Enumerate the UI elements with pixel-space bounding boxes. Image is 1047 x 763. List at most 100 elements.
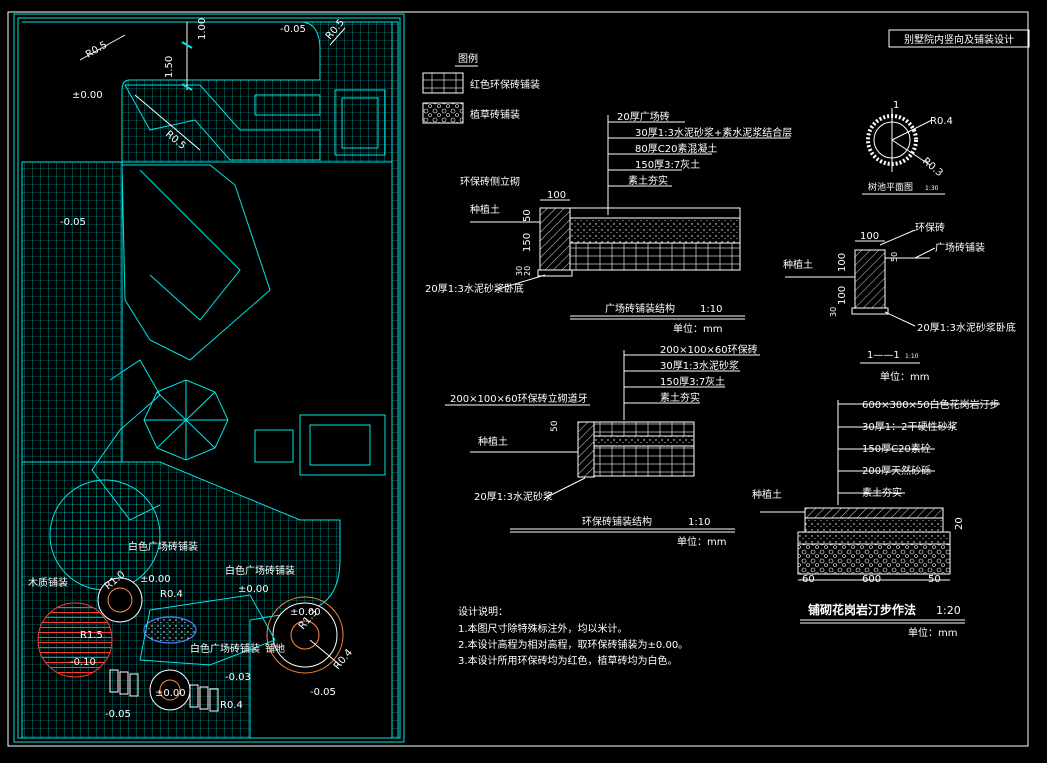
s11-dim-3: 50 xyxy=(890,252,899,262)
tp-radius-1: R0.4 xyxy=(930,116,953,127)
ds-unit: 单位：mm xyxy=(673,322,722,335)
ds-dim-50: 50 xyxy=(522,209,533,222)
dg-layer-4: 200厚天然砂砾 xyxy=(862,464,931,477)
tree-pool-2-inner xyxy=(290,620,320,650)
de-left-label: 种植土 xyxy=(478,435,508,448)
ds-title: 广场砖铺装结构 xyxy=(605,302,675,315)
tree-pool-2-outer xyxy=(266,596,344,674)
de-lime xyxy=(593,445,695,477)
legend: 图例 红色环保砖铺装 植草砖铺装 xyxy=(422,52,540,124)
dg-unit: 单位：mm xyxy=(908,626,957,639)
ds-mortar xyxy=(569,217,741,244)
s11-dim-4: 100 xyxy=(837,286,848,305)
plan-radius-8: R0.4 xyxy=(332,647,355,672)
ds-dim-20: 20 xyxy=(523,266,532,276)
paved-area-top xyxy=(22,21,393,163)
plan-dim-2: 1.50 xyxy=(164,56,175,78)
de-title: 环保砖铺装结构 xyxy=(582,515,652,528)
stepping-stones xyxy=(109,669,219,712)
dg-dim-20: 20 xyxy=(954,517,965,530)
dg-gravel xyxy=(797,543,951,575)
dg-scale: 1:20 xyxy=(936,604,961,617)
ds-layer-5: 素土夯实 xyxy=(628,174,668,187)
notes-line-2: 2.本设计高程为相对高程，取环保砖铺装为±0.00。 xyxy=(458,638,688,651)
ds-bottom-note: 20厚1:3水泥砂浆卧底 xyxy=(425,282,524,295)
s11-base xyxy=(851,307,889,315)
dg-layer-2: 30厚1：2干硬性砂浆 xyxy=(862,420,957,433)
de-layer-4: 素土夯实 xyxy=(660,391,700,404)
s11-label-1: 环保砖 xyxy=(915,221,945,234)
plan-level-10: -0.05 xyxy=(105,709,131,720)
plan-radius-9: R0.4 xyxy=(220,700,243,711)
plan-level-5: ±0.00 xyxy=(290,607,321,618)
detail-granite-steps: 600×300×50白色花岗岩汀步 30厚1：2干硬性砂浆 150厚C20素砼 … xyxy=(752,398,1000,639)
dg-concrete xyxy=(797,531,951,545)
legend-swatch-red-brick xyxy=(422,72,464,94)
bench-right xyxy=(299,414,386,476)
notes-title: 设计说明： xyxy=(458,605,508,618)
plan-label-white-3: 白色广场砖铺装 xyxy=(190,642,260,655)
de-bottom-note: 20厚1:3水泥砂浆 xyxy=(474,490,553,503)
garage xyxy=(334,89,386,156)
plan-label-white-2: 白色广场砖铺装 xyxy=(225,564,295,577)
ds-dim-30: 30 xyxy=(515,266,524,276)
ds-surface xyxy=(569,207,741,219)
plan-level-6: ±0.00 xyxy=(155,688,186,699)
house-wing xyxy=(124,84,321,161)
pavilion-spokes xyxy=(144,380,228,460)
legend-label-red-brick: 红色环保砖铺装 xyxy=(470,78,540,91)
bench-right-inner xyxy=(309,424,371,466)
tree-pool-1 xyxy=(97,577,143,623)
notes-line-1: 1.本图尺寸除特殊标注外，均以米计。 xyxy=(458,622,628,635)
plan-radius-5: R0.4 xyxy=(160,589,183,600)
ds-dim-150: 150 xyxy=(522,233,533,252)
dg-dim-50: 50 xyxy=(928,574,941,585)
s11-unit: 单位：mm xyxy=(880,370,929,383)
s11-leader-1 xyxy=(879,229,916,246)
plan-radius-1: R0.5 xyxy=(84,40,109,61)
drawing-frame xyxy=(7,11,1029,747)
de-layer-2: 30厚1:3水泥砂浆 xyxy=(660,359,739,372)
paved-area-right xyxy=(391,21,399,739)
ds-curb xyxy=(539,207,571,271)
s11-bottom-note: 20厚1:3水泥砂浆卧底 xyxy=(917,321,1016,334)
de-layer-1: 200×100×60环保砖 xyxy=(660,343,758,356)
dg-left-label: 种植土 xyxy=(752,488,782,501)
ds-layer-3: 80厚C20素混凝土 xyxy=(635,142,717,155)
de-scale: 1:10 xyxy=(688,517,710,528)
plan-level-9: -0.05 xyxy=(310,687,336,698)
detail-section-1-1: 100 100 50 100 30 环保砖 广场砖铺装 种植土 20厚1:3水泥… xyxy=(783,221,1016,383)
s11-dim-5: 30 xyxy=(829,307,838,317)
ds-scale: 1:10 xyxy=(700,304,722,315)
leader-r05-3 xyxy=(134,94,201,151)
plan-label-wood: 木质铺装 xyxy=(28,576,68,589)
leader-r05-2 xyxy=(329,27,346,46)
plan-dim-1: 1.00 xyxy=(197,18,208,40)
path-white-square xyxy=(139,594,276,666)
dg-dim-600: 600 xyxy=(862,574,881,585)
rock-pond xyxy=(143,616,197,644)
legend-swatch-grass-brick xyxy=(422,102,464,124)
tp-mark: 1 xyxy=(893,100,899,111)
detail-tree-pool: 1 R0.4 R0.3 树池平面图 1:30 xyxy=(862,100,953,195)
plan-label-white-1: 白色广场砖铺装 xyxy=(128,540,198,553)
steps-block xyxy=(254,94,321,116)
tree-pool-2 xyxy=(272,602,338,668)
de-curb xyxy=(577,421,595,478)
de-layer-3: 150厚3:7灰土 xyxy=(660,375,725,388)
leader-r05-1 xyxy=(79,34,126,61)
de-top-bricks xyxy=(593,421,695,437)
legend-label-grass-brick: 植草砖铺装 xyxy=(470,108,520,121)
design-notes: 设计说明： 1.本图尺寸除特殊标注外，均以米计。 2.本设计高程为相对高程，取环… xyxy=(458,605,688,667)
title-block-box xyxy=(888,29,1030,48)
detail-eco-brick: 200×100×60环保砖 30厚1:3水泥砂浆 150厚3:7灰土 素土夯实 … xyxy=(445,343,760,548)
ds-bottom-leader xyxy=(494,274,546,291)
s11-dim-1: 100 xyxy=(860,231,879,242)
s11-curb xyxy=(854,249,886,309)
dim-tick-2 xyxy=(181,83,193,91)
dg-sand xyxy=(804,517,944,533)
legend-title: 图例 xyxy=(458,52,478,65)
leader-r04 xyxy=(309,639,341,666)
house-footprint xyxy=(121,164,271,361)
